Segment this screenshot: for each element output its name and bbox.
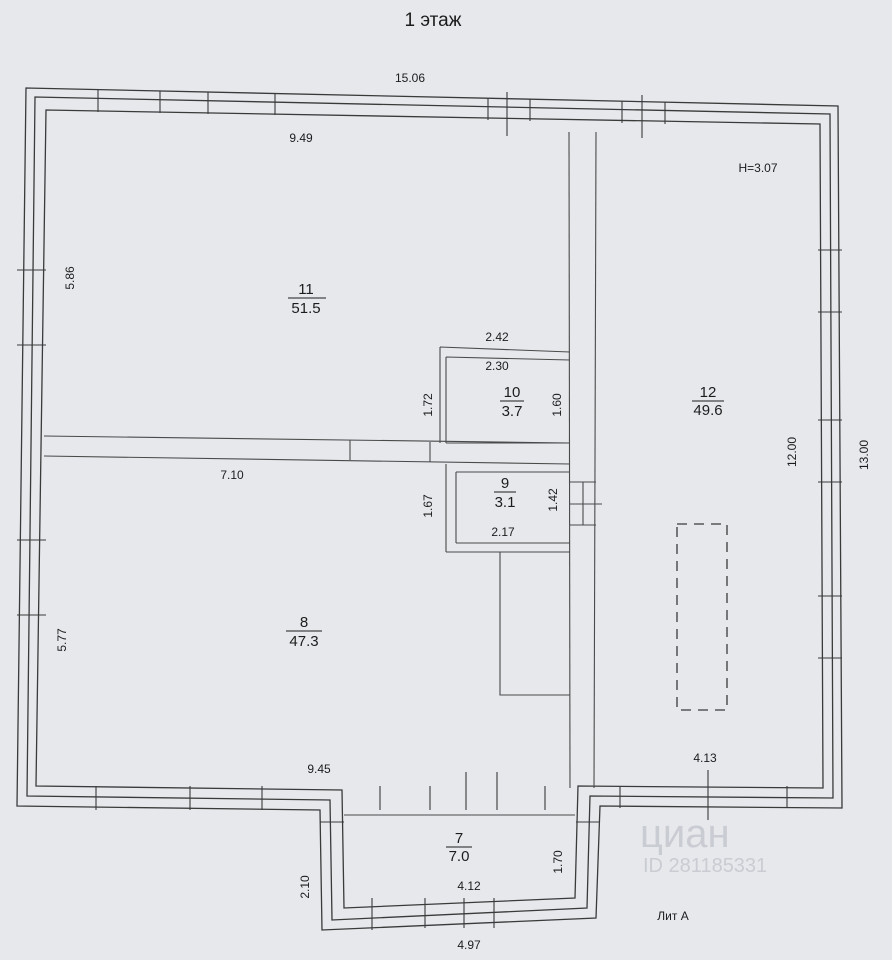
room-number: 12 bbox=[700, 384, 717, 401]
room-area: 49.6 bbox=[693, 402, 722, 419]
dim-room8-bottom: 9.45 bbox=[307, 762, 331, 776]
room-number: 7 bbox=[455, 830, 463, 847]
outer-walls bbox=[16, 87, 843, 931]
room-area: 51.5 bbox=[291, 300, 320, 317]
dim-top-total: 15.06 bbox=[395, 71, 425, 85]
dim-room12-inner: 12.00 bbox=[785, 437, 799, 467]
room-area: 7.0 bbox=[449, 848, 470, 865]
room-area: 47.3 bbox=[289, 633, 318, 650]
dim-room11-top: 9.49 bbox=[289, 131, 313, 145]
room-12: 12 49.6 bbox=[692, 384, 724, 419]
dim-room10-top-outer: 2.42 bbox=[485, 330, 509, 344]
dim-room11-side: 5.86 bbox=[63, 266, 77, 290]
room-number: 10 bbox=[504, 384, 521, 401]
dim-room9-bottom: 2.17 bbox=[491, 525, 515, 539]
watermark: циан ID 281185331 bbox=[640, 812, 767, 877]
dim-room9-right: 1.42 bbox=[546, 488, 560, 512]
interior-walls bbox=[43, 131, 602, 816]
floor-title: 1 этаж bbox=[405, 10, 462, 31]
dim-porch-inner: 4.12 bbox=[457, 879, 481, 893]
room-area: 3.7 bbox=[502, 403, 523, 420]
room-7: 7 7.0 bbox=[446, 830, 472, 865]
room-number: 8 bbox=[300, 614, 308, 631]
lit-label: Лит А bbox=[657, 909, 688, 923]
room-8: 8 47.3 bbox=[286, 614, 322, 650]
watermark-id: ID 281185331 bbox=[643, 855, 767, 877]
dim-porch-left: 2.10 bbox=[298, 875, 312, 899]
dim-corridor: 7.10 bbox=[220, 468, 244, 482]
dashed-marker bbox=[676, 523, 728, 711]
dim-porch-outer: 4.97 bbox=[457, 938, 481, 952]
dim-porch-right: 1.70 bbox=[551, 850, 565, 874]
room-9: 9 3.1 bbox=[494, 475, 516, 511]
dim-room9-left: 1.67 bbox=[421, 494, 435, 518]
dim-room10-top-inner: 2.30 bbox=[485, 359, 509, 373]
room-number: 11 bbox=[298, 281, 314, 298]
dim-right-total: 13.00 bbox=[857, 440, 871, 470]
dim-room12-bottom: 4.13 bbox=[693, 751, 717, 765]
room-number: 9 bbox=[501, 475, 509, 492]
room-11: 11 51.5 bbox=[288, 281, 326, 317]
windows bbox=[17, 90, 842, 930]
dim-room8-side: 5.77 bbox=[55, 628, 69, 652]
room-10: 10 3.7 bbox=[500, 384, 524, 420]
dim-room10-left: 1.72 bbox=[421, 393, 435, 417]
dim-room10-right: 1.60 bbox=[550, 393, 564, 417]
height-label: Н=3.07 bbox=[738, 161, 777, 175]
watermark-brand: циан bbox=[640, 812, 730, 856]
room-area: 3.1 bbox=[495, 494, 516, 511]
